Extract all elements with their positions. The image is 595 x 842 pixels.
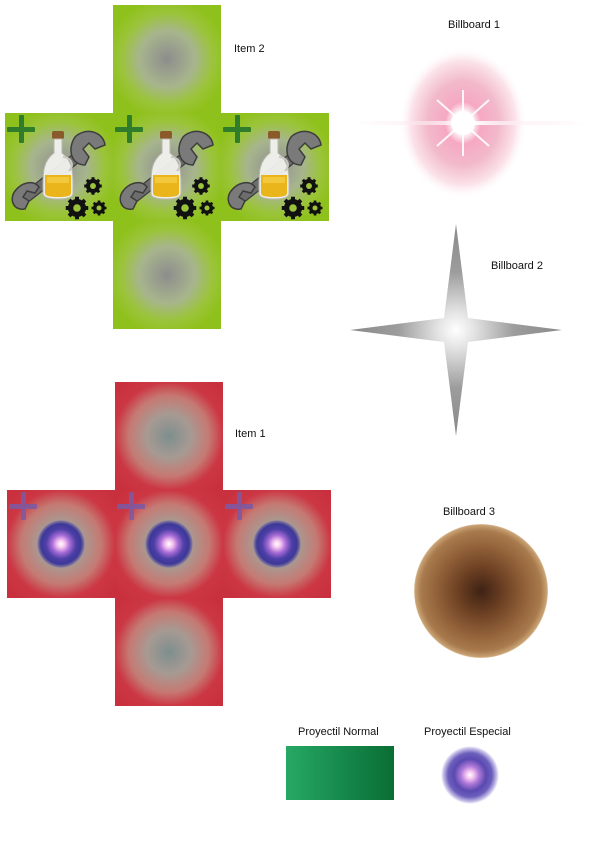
proyectil-normal-sprite [286, 746, 394, 800]
gear-icon [300, 177, 318, 195]
repair-kit-icon [119, 130, 215, 220]
item1-face-bottom [115, 598, 223, 706]
repair-kit-icon [11, 130, 107, 220]
billboard1-label: Billboard 1 [448, 19, 500, 31]
oil-bottle-icon [258, 131, 290, 200]
plus-icon [115, 115, 143, 143]
oil-bottle-icon [42, 131, 74, 200]
item1-label: Item 1 [235, 428, 266, 440]
gear-icon [307, 200, 323, 216]
billboard2-label: Billboard 2 [491, 260, 543, 272]
item2-face-right [221, 113, 329, 221]
billboard1-sprite [357, 47, 585, 199]
item2-face-top [113, 5, 221, 113]
gears-icon [65, 177, 107, 220]
gear-icon [84, 177, 102, 195]
gear-icon [91, 200, 107, 216]
item2-face-front [113, 113, 221, 221]
plus-icon [223, 115, 251, 143]
proyectil-especial-sprite [441, 746, 499, 804]
plus-icon [9, 492, 37, 520]
oil-bottle-icon [150, 131, 182, 200]
gear-icon [281, 196, 305, 220]
gear-icon [65, 196, 89, 220]
billboard2-sprite [350, 224, 562, 436]
plus-icon [7, 115, 35, 143]
proyectil-normal-label: Proyectil Normal [298, 726, 379, 738]
item2-face-bottom [113, 221, 221, 329]
item1-face-top [115, 382, 223, 490]
plus-icon [117, 492, 145, 520]
plus-icon [225, 492, 253, 520]
gears-icon [281, 177, 323, 220]
item2-face-left [5, 113, 113, 221]
energy-swirl-icon [145, 520, 193, 568]
gears-icon [173, 177, 215, 220]
billboard3-sprite [414, 524, 548, 658]
item1-face-right [223, 490, 331, 598]
repair-kit-icon [227, 130, 323, 220]
item1-face-left [7, 490, 115, 598]
energy-swirl-icon [37, 520, 85, 568]
item2-label: Item 2 [234, 43, 265, 55]
billboard3-label: Billboard 3 [443, 506, 495, 518]
gear-icon [173, 196, 197, 220]
gear-icon [192, 177, 210, 195]
item1-face-front [115, 490, 223, 598]
proyectil-especial-label: Proyectil Especial [424, 726, 511, 738]
gear-icon [199, 200, 215, 216]
energy-swirl-icon [253, 520, 301, 568]
